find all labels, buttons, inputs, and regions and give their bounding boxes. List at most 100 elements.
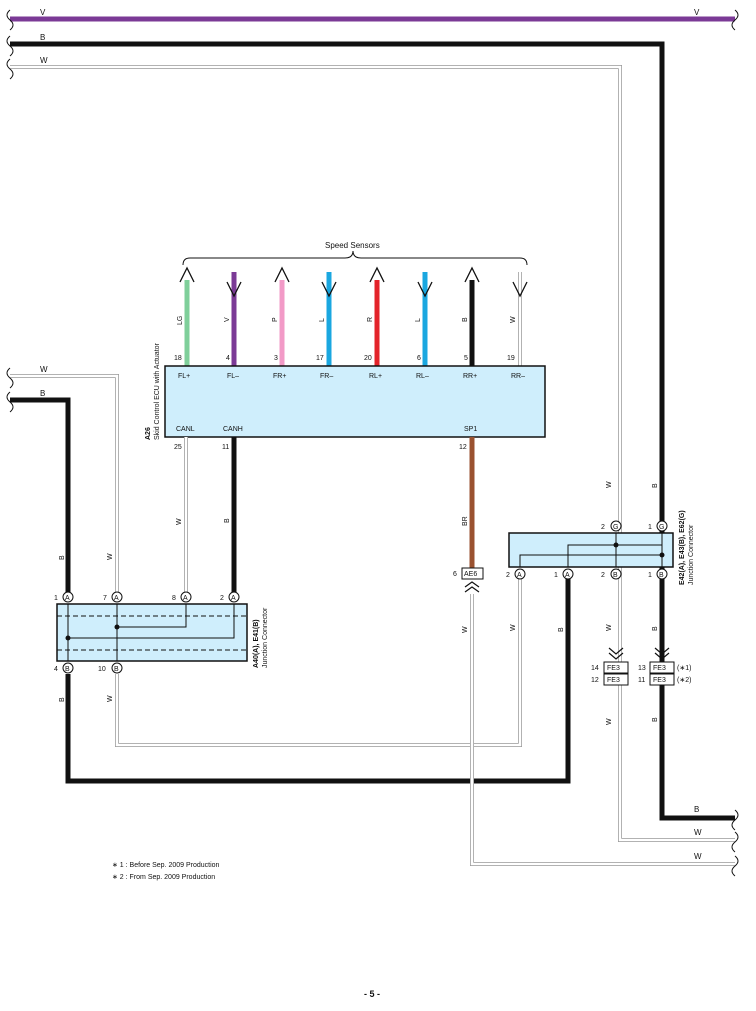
jcl-top-pin-2-letter: A (231, 595, 236, 602)
jcl-name: Junction Connector (262, 607, 269, 668)
sensor-pin-numbers: 18 4 3 17 20 6 5 19 (174, 355, 515, 362)
jcr-bottom-pin-2a: 2 (506, 572, 510, 579)
pin-5: 5 (464, 355, 468, 362)
wire-code-lg: LG (177, 316, 184, 325)
junction-connector-left: 1 A 7 A 8 A 2 A 4 B 10 B A40(A), E41(B) … (54, 591, 269, 674)
jcl-bottom-b-label: B (59, 697, 66, 702)
speed-sensors-title: Speed Sensors (325, 241, 380, 250)
jcr-id: E42(A), E43(B), E62(G) (679, 510, 686, 585)
jcr-bottom-pin-2b-letter: B (613, 572, 618, 579)
left-entry-wires: W B B W (6, 365, 119, 595)
wire-code-b: B (462, 317, 469, 322)
fe3-13-label: FE3 (653, 665, 666, 672)
bus-w-label: W (40, 56, 48, 65)
fe3-pin-14: 14 (591, 665, 599, 672)
pin-3: 3 (274, 355, 278, 362)
jcr-bottom-pin-1b: 1 (648, 572, 652, 579)
sp1-wire-label: BR (462, 516, 469, 526)
jcl-top-pin-2: 2 (220, 595, 224, 602)
right-exit-w2: W (694, 852, 702, 861)
pin-11: 11 (222, 444, 229, 451)
jcr-top-pin-1: 1 (648, 524, 652, 531)
jcl-bottom-pin-10: 10 (98, 666, 106, 673)
jcr-top-pin-1-letter: G (659, 524, 664, 531)
ecu-id: A26 (145, 427, 152, 440)
term-fl-plus: FL+ (178, 373, 190, 380)
fe3-pin-12: 12 (591, 677, 599, 684)
wire-code-l2: L (415, 318, 422, 322)
jcr-bottom-pin-1b-letter: B (659, 572, 664, 579)
pin-20: 20 (364, 355, 372, 362)
jcr-top-pin-2: 2 (601, 524, 605, 531)
right-wire-labels: W B W B W B B W (510, 481, 659, 725)
wire-code-p: P (272, 317, 279, 322)
fe3-12-label: FE3 (607, 677, 620, 684)
jcl-bottom-pin-10-letter: B (114, 666, 119, 673)
fe3-note-2: (∗2) (677, 677, 691, 684)
pin-4: 4 (226, 355, 230, 362)
jcr-bottom-pin-1a-letter: A (565, 572, 570, 579)
jcl-top-pin-7: 7 (103, 595, 107, 602)
left-jc-bottom-wires: B W (59, 578, 571, 784)
jcr-bottom-pin-1a: 1 (554, 572, 558, 579)
jcl-id: A40(A), E41(B) (253, 619, 260, 668)
wire-code-w: W (510, 316, 517, 323)
jcl-top-pin-8: 8 (172, 595, 176, 602)
sp1-wire: BR AE6 6 W (453, 437, 735, 866)
term-fl-minus: FL– (227, 373, 239, 380)
term-sp1: SP1 (464, 426, 477, 433)
bus-v-label-left: V (40, 8, 46, 17)
jcr-b2: B (652, 626, 659, 631)
fe3-11-label: FE3 (653, 677, 666, 684)
fe3-pin-11: 11 (638, 677, 645, 684)
ae6-pin: 6 (453, 571, 457, 578)
jcr-w2: W (606, 624, 613, 631)
pin-12: 12 (459, 444, 467, 451)
jcl-w-label: W (107, 553, 114, 560)
ecu-bottom-pins: 25 11 12 (174, 444, 467, 451)
sensor-color-codes: LG V P L R L B W (177, 316, 517, 325)
left-entry-w-label: W (40, 365, 48, 374)
jcr-w3: W (606, 718, 613, 725)
wire-code-r: R (367, 317, 374, 322)
term-canh: CANH (223, 426, 243, 433)
term-rl-plus: RL+ (369, 373, 382, 380)
ecu-name: Skid Control ECU with Actuator (154, 342, 161, 440)
fe3-note-1: (∗1) (677, 665, 691, 672)
jcr-bottom-pin-2a-letter: A (517, 572, 522, 579)
jcr-b1: B (558, 627, 565, 632)
jcr-name: Junction Connector (688, 524, 695, 585)
fe3-14-label: FE3 (607, 665, 620, 672)
left-entry-b-label: B (40, 389, 45, 398)
pin-19: 19 (507, 355, 515, 362)
jcl-top-pin-7-letter: A (114, 595, 119, 602)
term-rl-minus: RL– (416, 373, 429, 380)
jcr-bottom-pin-2b: 2 (601, 572, 605, 579)
ecu-block: FL+ FL– FR+ FR– RL+ RL– RR+ RR– CANL CAN… (145, 342, 546, 440)
bus-b-label: B (40, 33, 45, 42)
term-canl: CANL (176, 426, 195, 433)
jcr-top-pin-2-letter: G (613, 524, 618, 531)
fe3-connectors: FE3 FE3 14 12 FE3 FE3 13 11 (∗1) (∗2) (591, 647, 691, 686)
fe3-pin-13: 13 (638, 665, 646, 672)
pin-17: 17 (316, 355, 324, 362)
jcr-w1: W (510, 624, 517, 631)
pin-25: 25 (174, 444, 182, 451)
jcl-top-pin-1: 1 (54, 595, 58, 602)
wire-code-l1: L (319, 318, 326, 322)
jcr-top-w: W (606, 481, 613, 488)
bus-v-label-right: V (694, 8, 700, 17)
jcl-bottom-pin-4: 4 (54, 666, 58, 673)
canh-wire-label: B (224, 518, 231, 523)
junction-connector-right: 2 G 1 G 2 A 1 A 2 B 1 B E42(A), E43(B), … (506, 510, 695, 585)
pin-18: 18 (174, 355, 182, 362)
term-rr-plus: RR+ (463, 373, 477, 380)
top-bus-lines: V V B W (6, 8, 739, 842)
jcl-bottom-pin-4-letter: B (65, 666, 70, 673)
page-number: - 5 - (364, 989, 380, 999)
note-1: ∗ 1 : Before Sep. 2009 Production (112, 862, 220, 869)
term-fr-minus: FR– (320, 373, 333, 380)
jcl-top-pin-8-letter: A (183, 595, 188, 602)
jcl-top-pin-1-letter: A (65, 595, 70, 602)
